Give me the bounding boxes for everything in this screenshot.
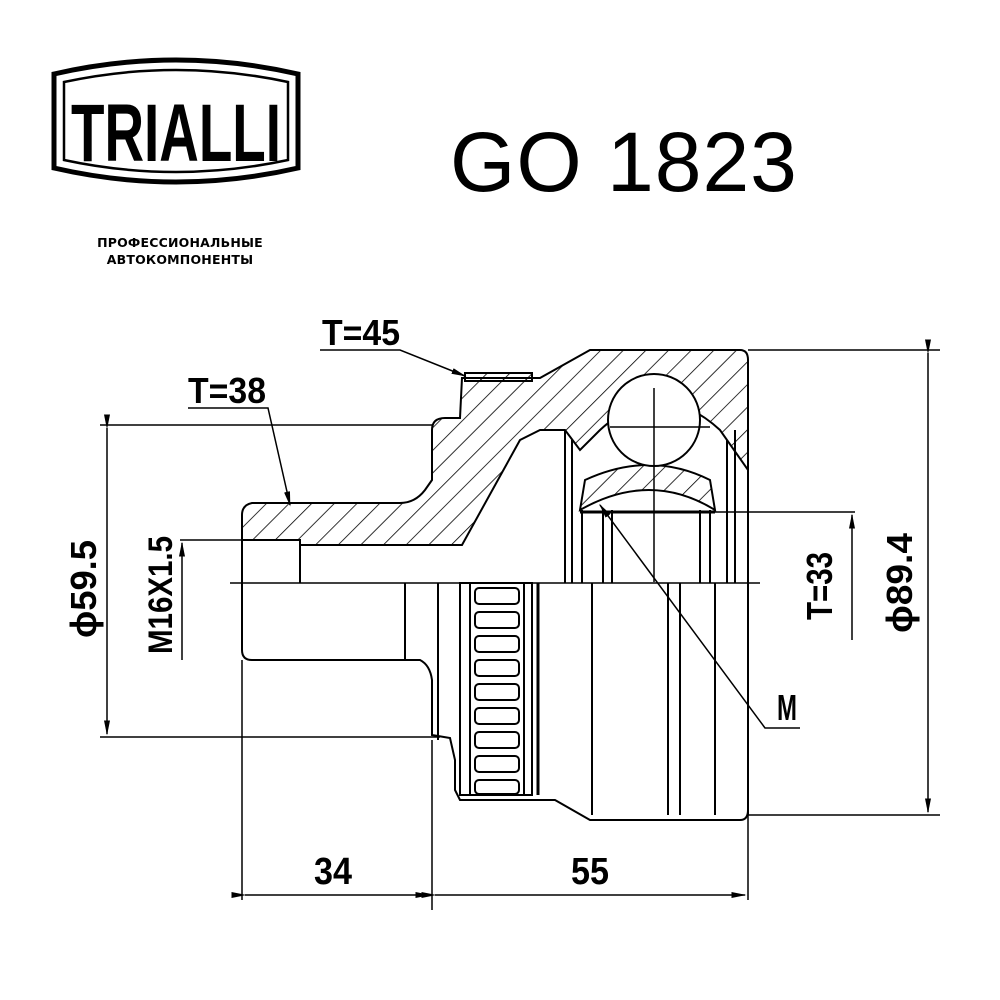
label-t33: T=33 xyxy=(799,552,840,620)
logo-text: TRIALLI xyxy=(71,87,281,178)
label-len-34: 34 xyxy=(314,851,352,893)
label-thread-m16x1-5: M16X1.5 xyxy=(142,536,180,654)
label-dia-59-5: ϕ59.5 xyxy=(63,540,104,638)
label-len-55: 55 xyxy=(571,851,609,893)
trialli-logo: TRIALLI xyxy=(51,57,301,185)
tagline-line-1: ПРОФЕССИОНАЛЬНЫЕ xyxy=(97,235,263,250)
label-m: M xyxy=(777,687,797,728)
label-t38: T=38 xyxy=(188,370,266,411)
part-number-title: GO 1823 xyxy=(450,115,798,209)
tagline-line-2: АВТОКОМПОНЕНТЫ xyxy=(106,252,254,267)
brand-tagline: ПРОФЕССИОНАЛЬНЫЕ АВТОКОМПОНЕНТЫ xyxy=(60,234,300,268)
label-dia-89-4: ϕ89.4 xyxy=(879,533,920,633)
label-t45: T=45 xyxy=(322,312,400,353)
abs-ring-teeth xyxy=(474,587,520,795)
